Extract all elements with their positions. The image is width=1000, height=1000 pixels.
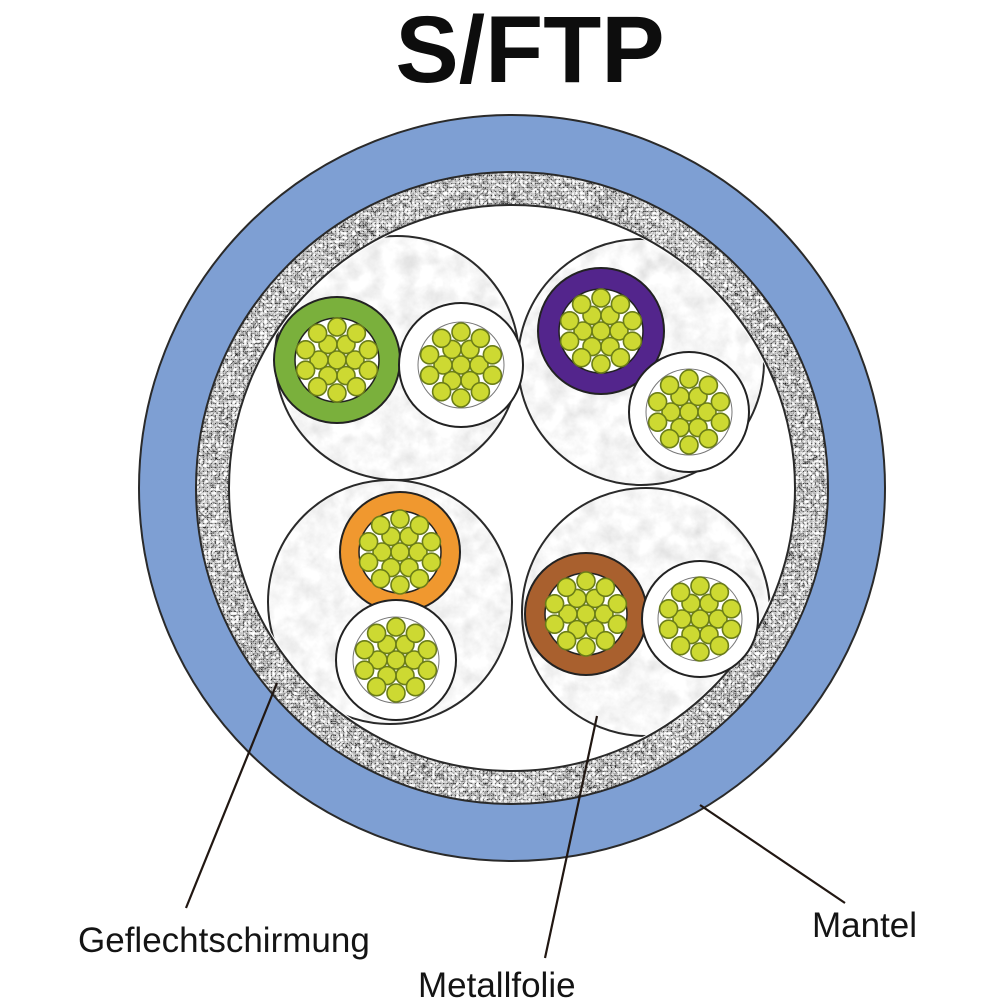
label-foil: Metallfolie (418, 966, 576, 1000)
diagram-title: S/FTP (395, 0, 664, 103)
wire-white-4 (641, 560, 759, 678)
wire-orange (339, 491, 461, 613)
wire-white-1 (398, 302, 524, 428)
braid-outer-outline (195, 171, 829, 805)
label-line-braid (184, 682, 279, 909)
label-line-foil (543, 715, 599, 959)
wire-brown (524, 552, 648, 676)
wire-green (273, 296, 401, 424)
wire-white-3 (335, 599, 457, 721)
label-jacket: Mantel (812, 906, 917, 945)
wire-violet (537, 267, 665, 395)
foil-outline-3 (267, 479, 513, 725)
wire-white-2 (628, 351, 750, 473)
label-braid: Geflechtschirmung (78, 921, 370, 960)
label-line-jacket (699, 804, 846, 904)
